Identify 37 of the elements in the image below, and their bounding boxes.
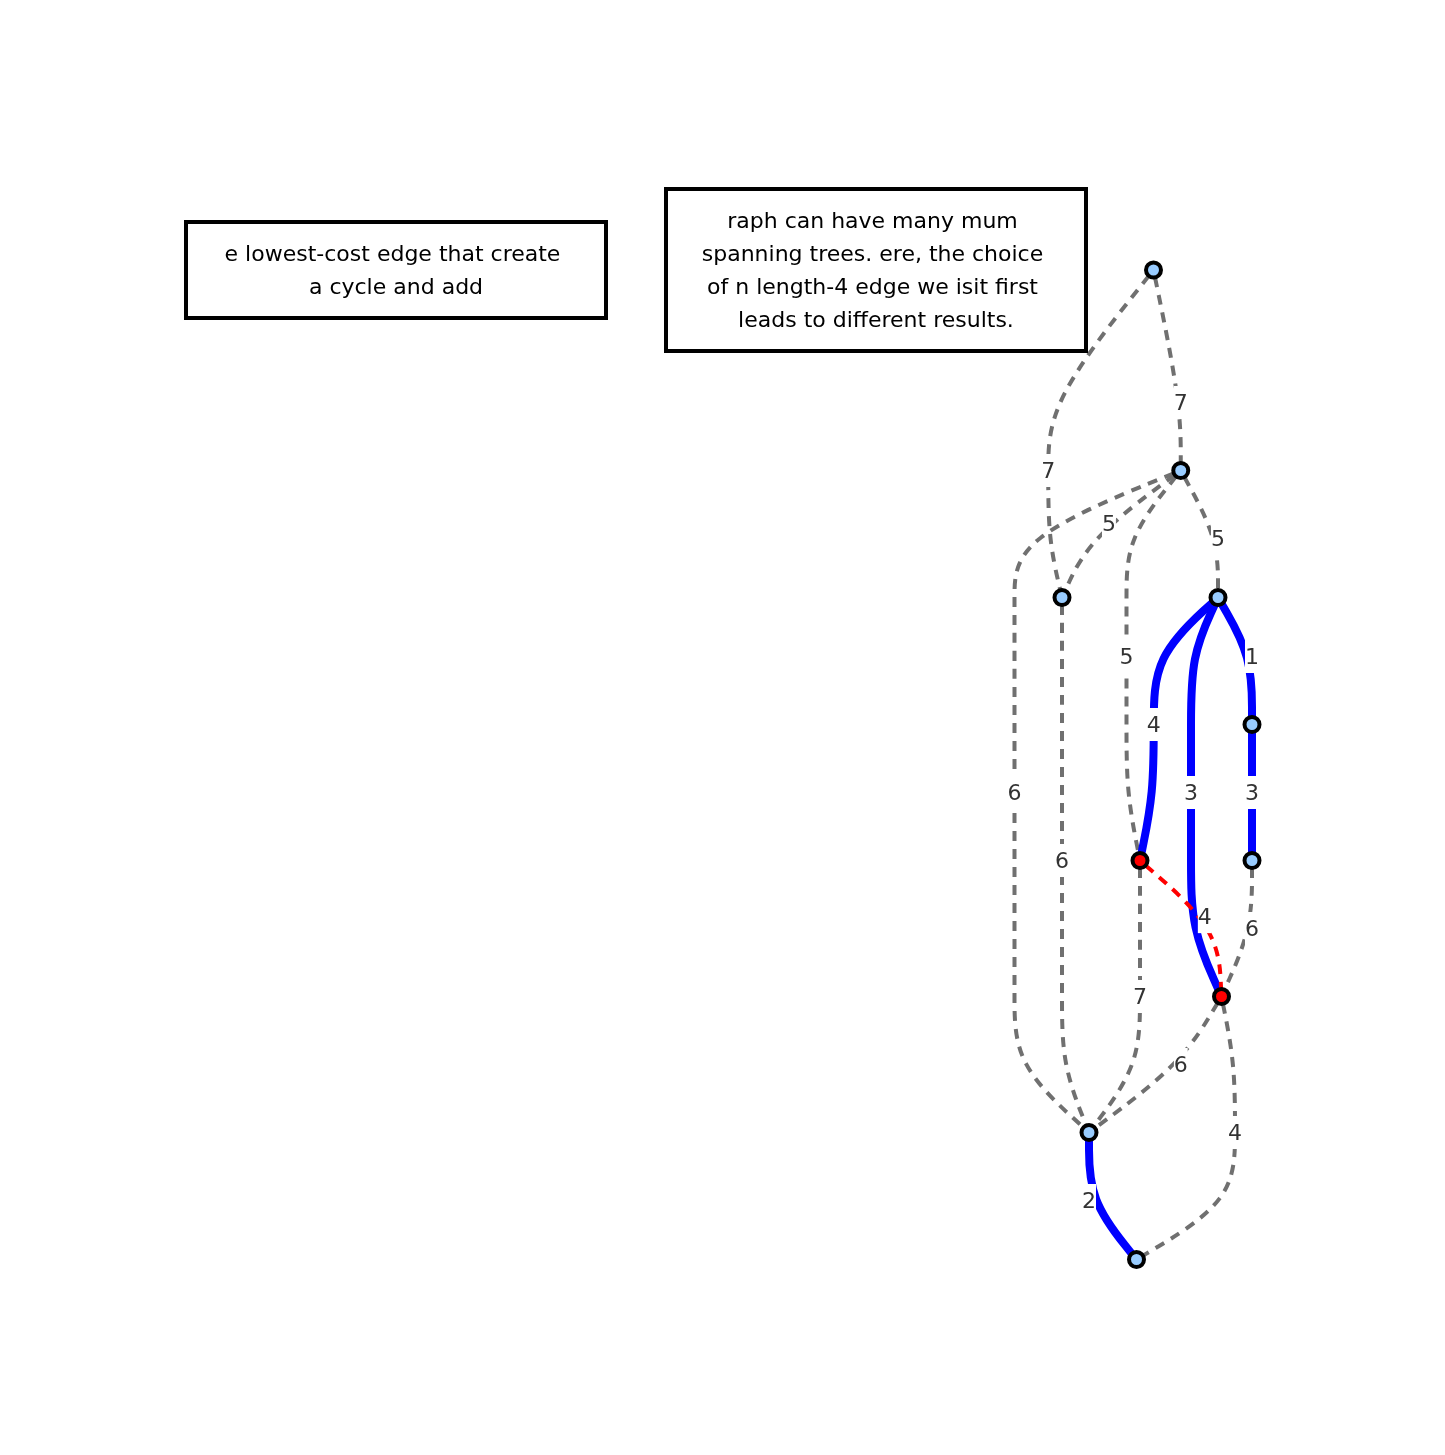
edge-label: 5 [1119,643,1134,669]
edge-label: 7 [1132,983,1147,1009]
connector [1141,1002,1237,1257]
node-circle [1126,1249,1146,1269]
connector [1046,274,1151,591]
node-box: e lowest-cost edge that create a cycle and add [183,219,608,320]
edge-label: 3 [1244,779,1259,805]
edge-label: 1 [1244,643,1259,669]
edge-label: 6 [1173,1051,1188,1077]
connector [1182,475,1220,590]
node-circle [1208,587,1228,607]
connector [1084,1139,1135,1256]
connector [1218,601,1256,717]
edge-label: 3 [1183,779,1198,805]
node-circle [1130,850,1150,870]
edge-label: 6 [1054,847,1069,873]
edge-label: 5 [1210,525,1225,551]
node-box: raph can have many mum spanning trees. ere, the choice of n length-4 edge we isit first leads to different results. [663,186,1088,353]
connector [1144,863,1223,989]
node-circle [1171,460,1190,480]
node-circle [1052,587,1072,607]
node-circle [1242,714,1262,734]
connector [1012,471,1175,1129]
node-circle [1143,260,1163,279]
connector [1152,276,1183,463]
edge-label: 5 [1101,510,1116,536]
node-circle [1211,986,1231,1006]
edge-label: 7 [1041,457,1055,483]
edge-label: 4 [1227,1119,1242,1145]
edge-label: 4 [1146,711,1161,737]
edge-label: 6 [1007,779,1022,805]
node-circle [1242,850,1262,870]
edge-label: 2 [1081,1187,1096,1213]
node-circle [1079,1122,1099,1142]
edge-label: 7 [1173,389,1188,415]
edge-label: 4 [1197,903,1212,929]
edge-label: 6 [1244,915,1259,941]
